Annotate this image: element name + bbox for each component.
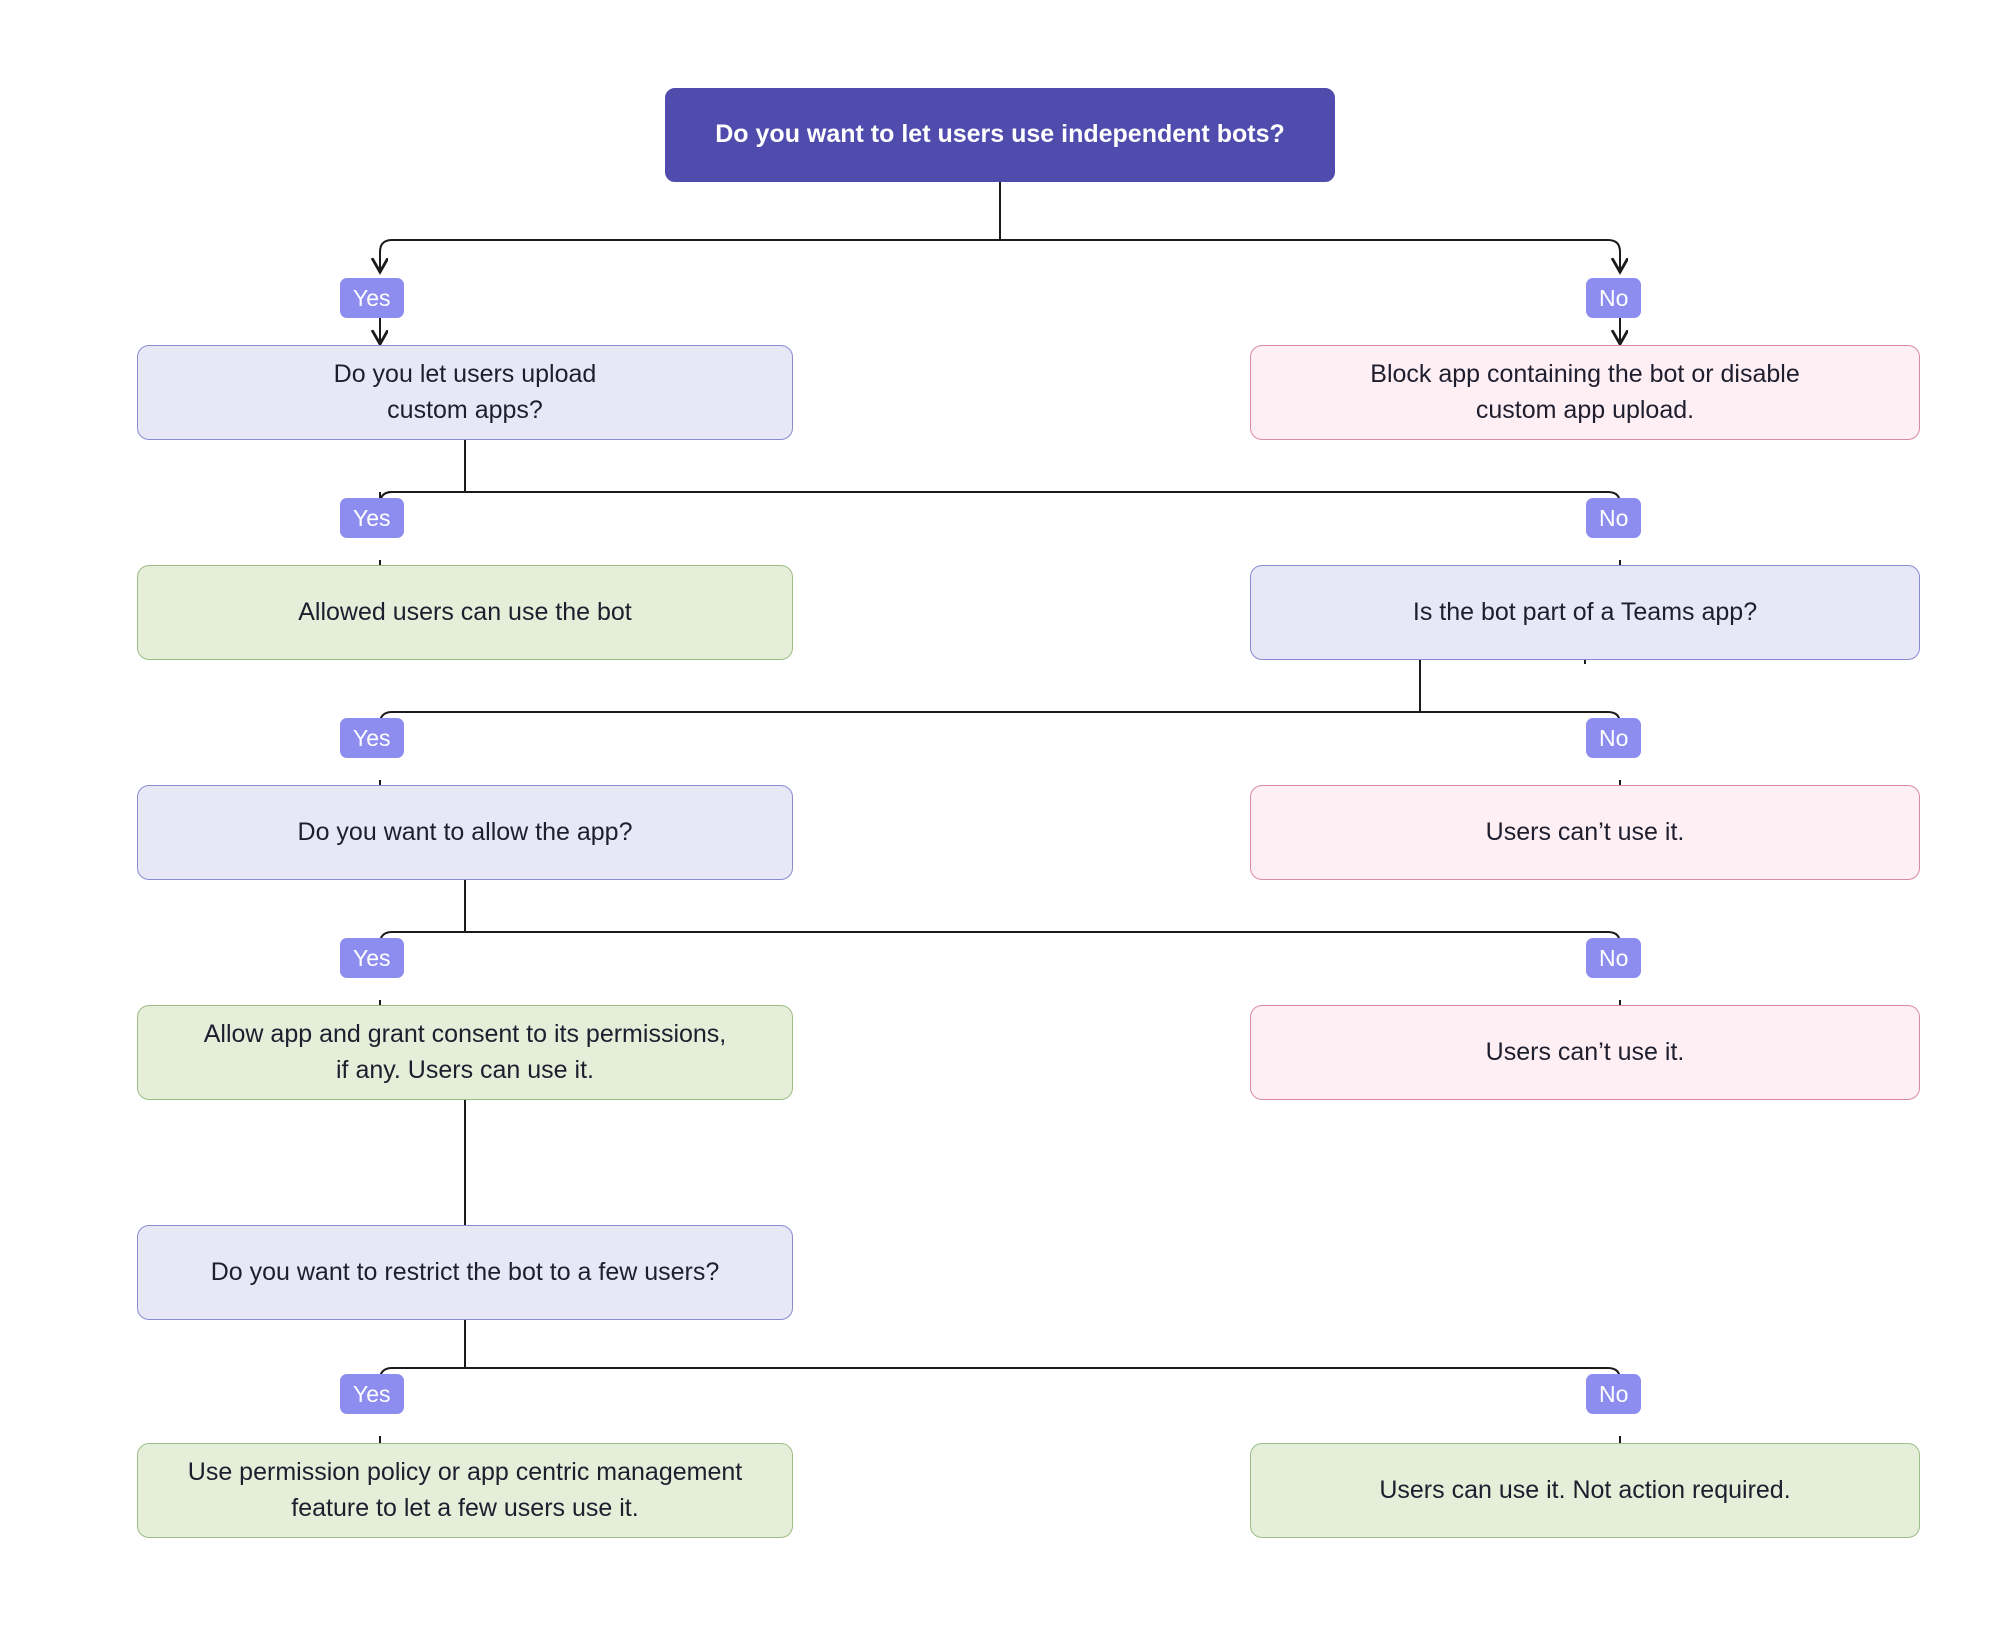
- node-no-action-required[interactable]: Users can use it. Not action required.: [1250, 1443, 1920, 1538]
- node-allow-the-app[interactable]: Do you want to allow the app?: [137, 785, 793, 880]
- edge-n1-yes: [380, 239, 1000, 270]
- node-allowed-users-can-use-bot[interactable]: Allowed users can use the bot: [137, 565, 793, 660]
- edge-label-yes-1[interactable]: Yes: [340, 278, 404, 318]
- edge-n2-no: [465, 491, 1620, 518]
- edge-label-yes-3[interactable]: Yes: [340, 718, 404, 758]
- node-restrict-bot-few-users[interactable]: Do you want to restrict the bot to a few…: [137, 1225, 793, 1320]
- edge-label-yes-4[interactable]: Yes: [340, 938, 404, 978]
- node-root-question[interactable]: Do you want to let users use independent…: [665, 88, 1335, 182]
- edge-label-no-3[interactable]: No: [1586, 718, 1642, 758]
- edge-n10-no: [465, 1367, 1620, 1394]
- edge-label-no-4[interactable]: No: [1586, 938, 1642, 978]
- edge-n6-no: [465, 931, 1620, 958]
- edge-label-no-5[interactable]: No: [1586, 1374, 1642, 1414]
- edge-n1-no: [1000, 239, 1620, 270]
- node-users-cannot-use-it-1[interactable]: Users can’t use it.: [1250, 785, 1920, 880]
- node-allow-app-grant-consent[interactable]: Allow app and grant consent to its permi…: [137, 1005, 793, 1100]
- edge-label-no-2[interactable]: No: [1586, 498, 1642, 538]
- node-users-cannot-use-it-2[interactable]: Users can’t use it.: [1250, 1005, 1920, 1100]
- edge-label-yes-5[interactable]: Yes: [340, 1374, 404, 1414]
- node-permission-policy[interactable]: Use permission policy or app centric man…: [137, 1443, 793, 1538]
- node-upload-custom-apps[interactable]: Do you let users upload custom apps?: [137, 345, 793, 440]
- node-block-app[interactable]: Block app containing the bot or disable …: [1250, 345, 1920, 440]
- edge-label-yes-2[interactable]: Yes: [340, 498, 404, 538]
- edge-label-no-1[interactable]: No: [1586, 278, 1642, 318]
- edge-n5-yes: [380, 711, 1420, 738]
- node-bot-part-of-teams-app[interactable]: Is the bot part of a Teams app?: [1250, 565, 1920, 660]
